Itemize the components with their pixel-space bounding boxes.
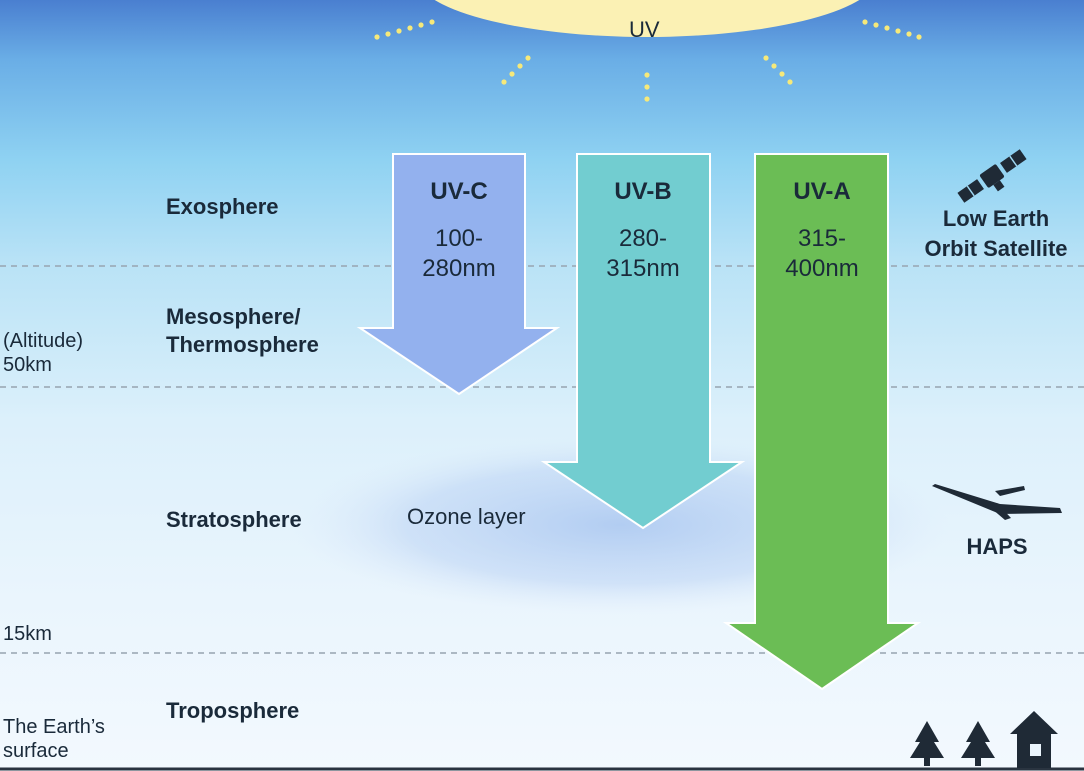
uv-a-arrow xyxy=(722,153,922,691)
earth-surface-line1: The Earth’s xyxy=(3,716,105,738)
sun-icon xyxy=(374,0,922,102)
tree-icon xyxy=(961,721,995,766)
uv-b-range: 280- 315nm xyxy=(606,225,680,282)
altitude-caption: (Altitude) xyxy=(3,330,84,352)
haps-label: HAPS xyxy=(966,534,1028,559)
haps-aircraft-icon xyxy=(932,484,1062,520)
sun-uv-label: UV xyxy=(629,17,660,42)
uv-c-arrow xyxy=(356,153,561,396)
uv-c-range: 100- 280nm xyxy=(422,225,496,282)
uv-b-name: UV-B xyxy=(614,178,672,205)
earth-surface-label: The Earth’s surface xyxy=(3,715,105,763)
altitude-50km-value: 50km xyxy=(3,354,52,376)
uv-b-arrow xyxy=(540,153,746,530)
ozone-layer-label: Ozone layer xyxy=(407,504,526,529)
layer-label-mesosphere-line2: Thermosphere xyxy=(166,332,319,357)
satellite-label: Low Earth Orbit Satellite xyxy=(908,204,1084,264)
earth-surface-line2: surface xyxy=(3,740,69,762)
uv-a-name: UV-A xyxy=(793,178,851,205)
layer-label-mesosphere-line1: Mesosphere/ xyxy=(166,304,301,329)
layer-label-stratosphere: Stratosphere xyxy=(166,507,302,532)
satellite-label-line2: Orbit Satellite xyxy=(924,236,1068,261)
uv-a-range: 315- 400nm xyxy=(785,225,859,282)
layer-label-mesosphere: Mesosphere/ Thermosphere xyxy=(166,303,319,359)
satellite-icon xyxy=(957,149,1027,203)
house-icon xyxy=(1010,711,1058,768)
satellite-label-line1: Low Earth xyxy=(942,206,1050,231)
uv-c-name: UV-C xyxy=(430,178,488,205)
layer-label-exosphere: Exosphere xyxy=(166,194,279,219)
layer-label-troposphere: Troposphere xyxy=(166,698,300,723)
altitude-label-15km: 15km xyxy=(3,623,52,645)
altitude-label-50km: (Altitude) 50km xyxy=(3,329,83,377)
tree-icon xyxy=(910,721,944,766)
